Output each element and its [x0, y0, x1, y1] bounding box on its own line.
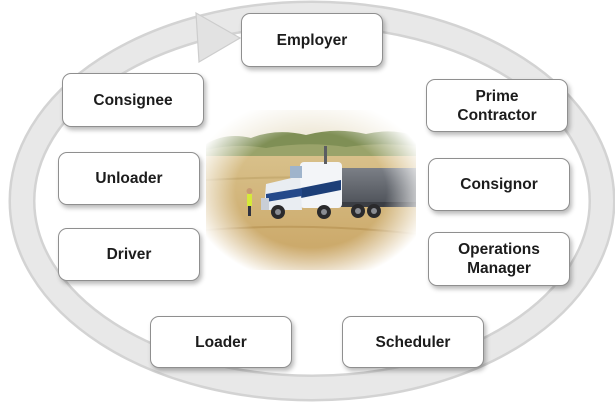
unloader-label: Unloader — [95, 170, 163, 187]
prime-contractor-box: Prime Contractor — [426, 79, 568, 132]
driver-label: Driver — [106, 246, 152, 263]
driver-box: Driver — [58, 228, 200, 281]
scheduler-box: Scheduler — [342, 316, 484, 368]
loader-box: Loader — [150, 316, 292, 368]
employer-label: Employer — [276, 31, 348, 49]
cycle-arrow-icon — [195, 11, 242, 64]
scheduler-label: Scheduler — [375, 333, 451, 351]
consignee-box: Consignee — [62, 73, 204, 127]
prime-contractor-label: Prime Contractor — [457, 87, 537, 124]
truck-photo — [206, 110, 416, 270]
consignee-label: Consignee — [93, 91, 173, 109]
operations-manager-box: Operations Manager — [428, 232, 570, 286]
operations-manager-label: Operations Manager — [458, 241, 540, 277]
consignor-box: Consignor — [428, 158, 570, 211]
consignor-label: Consignor — [460, 176, 538, 193]
loader-label: Loader — [195, 333, 247, 351]
unloader-box: Unloader — [58, 152, 200, 205]
employer-box: Employer — [241, 13, 383, 67]
